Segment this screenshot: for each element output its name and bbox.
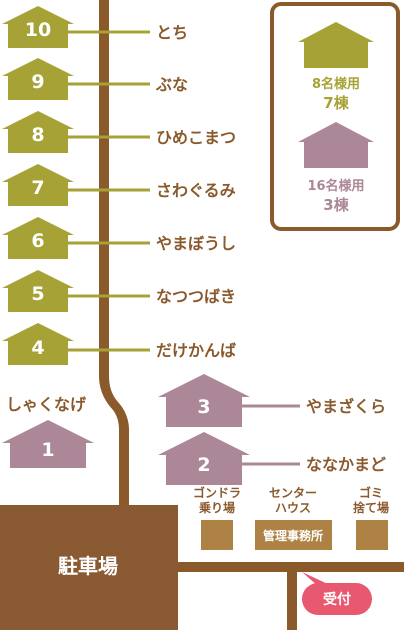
cabin-1[interactable]: 1 <box>2 420 94 468</box>
garbage-building <box>356 520 388 550</box>
callout-bubble <box>302 583 372 615</box>
cabin-9[interactable]: 9 <box>2 58 74 100</box>
cabin-6[interactable]: 6 <box>2 217 74 259</box>
gondola-station[interactable]: ゴンドラ 乗り場 <box>193 485 241 550</box>
cabin-number: 4 <box>31 337 44 359</box>
cabin-number: 3 <box>197 396 210 418</box>
large-cabin-legend-icon <box>298 122 374 168</box>
cabin-2[interactable]: 2 <box>158 432 250 485</box>
parking-lot[interactable]: 駐車場 <box>0 505 178 630</box>
center-house[interactable]: センター ハウス 管理事務所 <box>255 486 332 550</box>
parking-area <box>0 505 178 630</box>
cabin-8[interactable]: 8 <box>2 111 74 153</box>
house-icon <box>158 374 250 427</box>
cabin-3[interactable]: 3 <box>158 374 250 427</box>
small-cabin-legend-icon <box>298 22 374 68</box>
branch-lines-large <box>240 404 300 466</box>
center-label-2: ハウス <box>275 501 311 515</box>
garbage-label-1: ゴミ <box>359 485 383 500</box>
branch-lines <box>60 30 150 352</box>
center-label-1: センター <box>269 486 317 500</box>
legend-small-count: 7棟 <box>323 94 349 112</box>
cabin-5[interactable]: 5 <box>2 270 74 312</box>
cabin-name: ななかまど <box>306 455 386 474</box>
cabin-name: ひめこまつ <box>156 128 236 147</box>
cabin-name: やまぼうし <box>156 234 236 253</box>
cabin-name: しゃくなげ <box>6 395 87 414</box>
cabin-name: やまざくら <box>306 397 386 416</box>
cabin-7[interactable]: 7 <box>2 164 74 206</box>
house-icon <box>2 270 74 312</box>
house-icon <box>2 323 74 365</box>
legend-large-capacity: 16名様用 <box>307 178 364 194</box>
cabin-name: とち <box>156 23 188 42</box>
cabin-name: なつつばき <box>156 287 236 306</box>
center-building <box>255 520 332 550</box>
garbage-label-2: 捨て場 <box>353 500 389 515</box>
reception-label: 受付 <box>323 591 351 608</box>
house-icon <box>2 58 74 100</box>
cabin-10[interactable]: 10 <box>2 6 74 48</box>
south-road <box>287 562 297 630</box>
house-icon <box>2 217 74 259</box>
office-label: 管理事務所 <box>263 528 323 543</box>
house-icon <box>158 432 250 485</box>
cabin-number: 7 <box>31 177 44 199</box>
cabin-4[interactable]: 4 <box>2 323 74 365</box>
cabin-name: ぶな <box>155 75 188 94</box>
cabin-number: 9 <box>31 71 44 93</box>
road-curve <box>99 376 129 505</box>
parking-label: 駐車場 <box>58 554 118 578</box>
gondola-label-1: ゴンドラ <box>193 485 241 500</box>
legend-small-capacity: 8名様用 <box>312 76 360 92</box>
reception-callout[interactable]: 受付 <box>302 572 372 615</box>
legend: 8名様用 7棟 16名様用 3棟 <box>270 2 400 231</box>
gondola-building <box>201 520 233 550</box>
house-icon <box>2 164 74 206</box>
cabin-name: だけかんば <box>156 341 236 360</box>
cabin-number: 8 <box>31 124 44 146</box>
cabin-name: さわぐるみ <box>156 181 236 200</box>
callout-pointer <box>302 572 332 586</box>
cabin-number: 2 <box>197 454 210 476</box>
cabin-number: 1 <box>41 439 54 461</box>
gondola-label-2: 乗り場 <box>199 500 235 515</box>
house-icon <box>2 111 74 153</box>
legend-large-count: 3棟 <box>323 196 349 214</box>
cabin-number: 5 <box>31 283 44 305</box>
house-icon <box>2 420 94 468</box>
house-icon <box>2 6 74 48</box>
cabin-number: 6 <box>31 230 44 252</box>
cabin-number: 10 <box>25 19 51 41</box>
garbage-station[interactable]: ゴミ 捨て場 <box>353 485 389 550</box>
